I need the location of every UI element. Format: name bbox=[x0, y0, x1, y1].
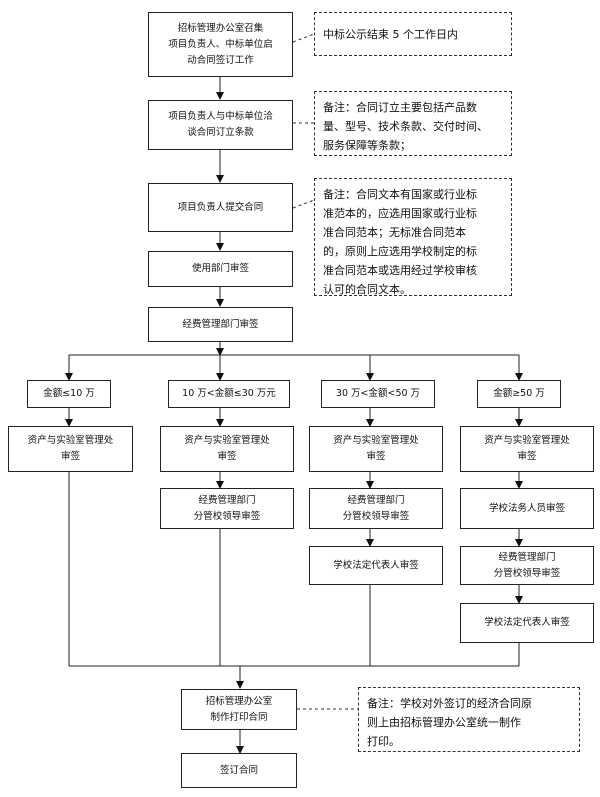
b4-legal-rep-review: 学校法定代表人审签 bbox=[460, 603, 594, 643]
condition-10w-30w: 10 万<金额≤30 万元 bbox=[168, 380, 290, 408]
b2-asset-lab-review: 资产与实验室管理处 审签 bbox=[160, 426, 294, 472]
note-connector-1 bbox=[292, 33, 315, 43]
note-deadline: 中标公示结束 5 个工作日内 bbox=[314, 12, 512, 56]
note-contract-terms: 备注：合同订立主要包括产品数 量、型号、技术条款、交付时间、 服务保障等条款； bbox=[314, 91, 512, 156]
condition-le-10w: 金额≤10 万 bbox=[27, 380, 111, 408]
note-connector-3 bbox=[292, 199, 315, 209]
b4-asset-lab-review: 资产与实验室管理处 审签 bbox=[460, 426, 594, 472]
step-convene-contract-signing: 招标管理办公室召集 项目负责人、中标单位启 动合同签订工作 bbox=[148, 12, 293, 77]
step-print-contract: 招标管理办公室 制作打印合同 bbox=[181, 689, 297, 730]
b3-finance-leader-review: 经费管理部门 分管校领导审签 bbox=[309, 488, 443, 529]
b3-asset-lab-review: 资产与实验室管理处 审签 bbox=[309, 426, 443, 472]
b1-asset-lab-review: 资产与实验室管理处 审签 bbox=[8, 426, 133, 472]
step-sign-contract: 签订合同 bbox=[181, 753, 297, 788]
b3-legal-rep-review: 学校法定代表人审签 bbox=[309, 546, 443, 585]
step-submit-contract: 项目负责人提交合同 bbox=[148, 183, 293, 232]
step-user-dept-review: 使用部门审签 bbox=[148, 251, 293, 287]
b4-finance-leader-review: 经费管理部门 分管校领导审签 bbox=[460, 546, 594, 585]
condition-30w-50w: 30 万<金额<50 万 bbox=[321, 380, 435, 408]
b2-finance-leader-review: 经费管理部门 分管校领导审签 bbox=[160, 488, 294, 529]
condition-ge-50w: 金额≥50 万 bbox=[477, 380, 561, 408]
step-negotiate-terms: 项目负责人与中标单位洽 谈合同订立条款 bbox=[148, 100, 293, 150]
b4-legal-staff-review: 学校法务人员审签 bbox=[460, 488, 594, 529]
note-contract-template: 备注：合同文本有国家或行业标 准范本的，应选用国家或行业标 准合同范本；无标准合… bbox=[314, 178, 512, 296]
step-finance-dept-review: 经费管理部门审签 bbox=[148, 307, 293, 342]
note-printing: 备注：学校对外签订的经济合同原 则上由招标管理办公室统一制作 打印。 bbox=[358, 687, 580, 752]
